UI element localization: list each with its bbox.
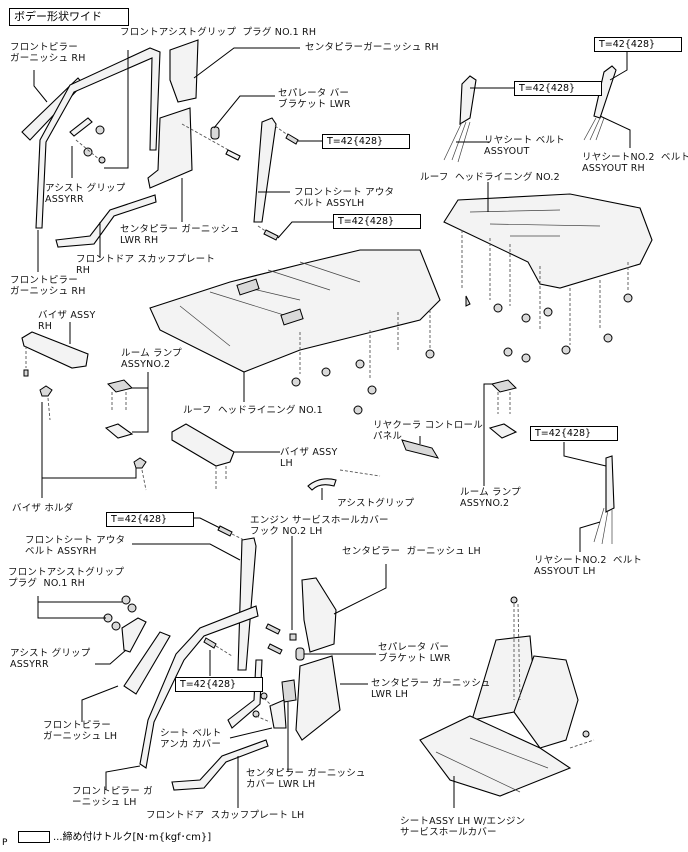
rear-seat-no2-belt-lh-part [563, 442, 615, 552]
torque-spec-rear-no2-belt-lh: T=42{428} [530, 426, 618, 441]
label-visor-holder: バイザ ホルダ [12, 503, 74, 514]
rear-cooler-control-panel-part [401, 436, 440, 459]
center-pillar-garnish-rh-part [169, 39, 300, 103]
label-roof-headlining-no1: ルーフ ヘッドライニング NO.1 [183, 405, 323, 416]
center-pillar-garnish-lwr-lh-part [295, 655, 368, 741]
label-separator-bar-bracket-lwr-top: セパレータ バー ブラケット LWR [278, 88, 351, 110]
front-seat-outer-belt-rh-part [132, 517, 257, 671]
assist-grip-lh-part [307, 469, 381, 500]
label-center-pillar-garnish-lh: センタピラー ガーニッシュ LH [342, 546, 481, 557]
label-front-assist-grip-plug-rh-top: フロントアシストグリップ プラグ NO.1 RH [120, 27, 317, 38]
center-pillar-garnish-lh-part [265, 536, 387, 653]
label-front-pillar-garnish-rh-top: フロントピラー ガーニッシュ RH [10, 42, 86, 64]
page-mark: P [2, 838, 8, 848]
label-seat-assy-lh: シートASSY LH W/エンジン サービスホールカバー [400, 816, 526, 838]
label-separator-bar-bracket-lwr-lower: セパレータ バー ブラケット LWR [378, 642, 451, 664]
rear-seat-no2-belt-rh-part [583, 48, 631, 148]
front-door-scuff-plate-rh-part [55, 194, 157, 258]
label-center-pillar-garnish-lwr-lh: センタピラー ガーニッシュ LWR LH [371, 678, 491, 700]
label-center-pillar-garnish-rh: センタピラーガーニッシュ RH [305, 42, 439, 53]
label-assist-grip: アシストグリップ [337, 498, 415, 509]
separator-bar-bracket-rh-part [181, 95, 275, 161]
door-opening-trim-rh-part [35, 47, 161, 272]
label-rear-cooler-control-panel: リヤクーラ コントロール パネル [373, 420, 483, 442]
assist-grip-rh-part [69, 50, 129, 178]
label-engine-service-hole-cover-hook: エンジン サービスホールカバー フック NO.2 LH [250, 515, 389, 537]
label-front-assist-grip-plug-rh-lower: フロントアシストグリップ プラグ NO.1 RH [8, 567, 125, 589]
label-front-pillar-garnish-lh-2: フロントピラー ガ ーニッシュ LH [72, 786, 153, 808]
label-rear-seat-belt-assy-out: リヤシート ベルト ASSYOUT [484, 135, 565, 157]
label-visor-assy-rh: バイザ ASSY RH [38, 310, 96, 332]
body-type-label: ボデー形状ワイド [9, 8, 129, 26]
label-front-door-scuff-plate-lh: フロントドア スカッフプレート LH [146, 810, 305, 821]
label-center-pillar-garnish-lwr-rh: センタピラー ガーニッシュ LWR RH [120, 224, 240, 246]
torque-spec-front-belt-lh-upper: T=42{428} [322, 134, 410, 149]
center-pillar-garnish-lwr-rh-part [147, 107, 193, 222]
visor-rh-part [21, 322, 89, 377]
torque-spec-front-belt-lh-lower: T=42{428} [333, 214, 421, 229]
roof-headlining-no1-part [149, 249, 441, 415]
label-assist-grip-assy-rr-lower: アシスト グリップ ASSYRR [10, 648, 91, 670]
label-roof-headlining-no2: ルーフ ヘッドライニング NO.2 [420, 172, 560, 183]
label-front-seat-outer-belt-rh: フロントシート アウタ ベルト ASSYRH [25, 535, 126, 557]
rear-seat-belt-out-part [443, 75, 514, 163]
label-room-lamp-assy-no2-left: ルーム ランプ ASSYNO.2 [121, 348, 182, 370]
label-front-seat-outer-belt-lh: フロントシート アウタ ベルト ASSYLH [294, 187, 395, 209]
label-front-pillar-garnish-rh-lower: フロントピラー ガーニッシュ RH [10, 275, 86, 297]
label-front-pillar-garnish-lh: フロントピラー ガーニッシュ LH [43, 720, 118, 742]
door-opening-trim-lh-part [105, 605, 263, 790]
label-rear-seat-no2-belt-lh: リヤシートNO.2 ベルト ASSYOUT LH [534, 555, 643, 577]
legend-swatch [18, 831, 50, 843]
visor-lh-part [171, 423, 280, 490]
torque-spec-rear-no2-belt-rh: T=42{428} [594, 37, 682, 52]
torque-spec-rear-belt-out: T=42{428} [514, 81, 602, 96]
front-seat-outer-belt-lh-part [253, 117, 333, 241]
front-door-scuff-plate-lh-part [171, 739, 269, 808]
room-lamp-left-part [104, 372, 149, 439]
seat-belt-anchor-cover-part [229, 679, 297, 772]
label-front-door-scuff-plate-rh: フロントドア スカッフプレート RH [76, 254, 216, 276]
label-assist-grip-assy-rr-top: アシスト グリップ ASSYRR [45, 183, 126, 205]
front-pillar-garnish-lh-part [81, 631, 171, 722]
room-lamp-right-part [483, 379, 518, 486]
label-rear-seat-no2-belt-rh: リヤシートNO.2 ベルト ASSYOUT RH [582, 152, 688, 174]
torque-spec-front-belt-rh-lower: T=42{428} [175, 677, 263, 692]
label-visor-assy-lh: バイザ ASSY LH [280, 447, 338, 469]
label-center-pillar-garnish-cover-lwr-lh: センタピラー ガーニッシュ カバー LWR LH [246, 768, 366, 790]
roof-headlining-no2-part [443, 182, 653, 363]
front-assist-grip-lower-part [37, 595, 147, 665]
seat-assy-lh-part [419, 596, 595, 808]
label-seat-belt-anchor-cover: シート ベルト アンカ カバー [160, 728, 222, 750]
label-room-lamp-assy-no2-right: ルーム ランプ ASSYNO.2 [460, 487, 521, 509]
torque-spec-front-belt-rh-upper: T=42{428} [106, 512, 194, 527]
torque-legend: ...締め付けトルク[N･m{kgf･cm}] [18, 828, 211, 843]
legend-text: ...締め付けトルク[N･m{kgf･cm}] [53, 832, 212, 843]
seat-belt-lower-anchor-part [203, 637, 233, 676]
separator-bar-bracket-lh-part [267, 643, 376, 661]
visor-holder-part [39, 385, 147, 498]
